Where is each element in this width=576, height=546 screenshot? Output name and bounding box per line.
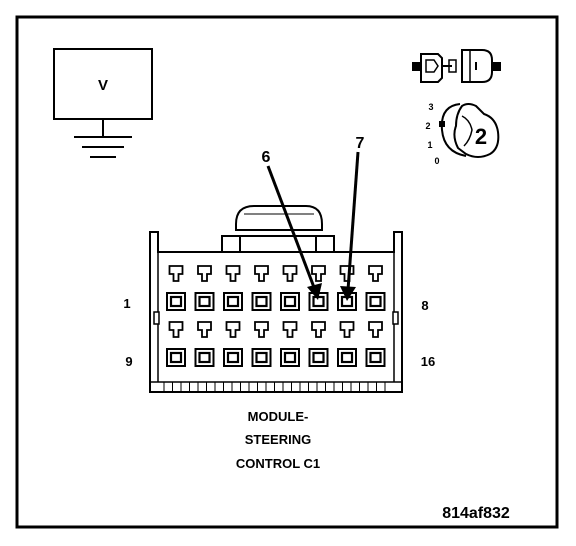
terminal-cavity-1 <box>166 265 186 311</box>
terminal-cavity-2 <box>194 265 215 311</box>
terminal-cavity-3 <box>223 265 243 311</box>
pin-label-1: 1 <box>123 296 130 311</box>
key-selected-position: 2 <box>475 124 487 149</box>
callout-label: 7 <box>356 135 365 152</box>
terminal-cavity-14 <box>308 321 329 367</box>
callout-label: 6 <box>262 149 271 166</box>
outer-border <box>15 15 559 529</box>
voltmeter-label: V <box>98 77 108 94</box>
terminal-cavity-12 <box>251 321 272 367</box>
key-position-label: 2 <box>425 121 430 131</box>
figure-id: 814af832 <box>442 505 510 522</box>
terminal-cavity-10 <box>194 321 215 367</box>
connector-caption-line: CONTROL C1 <box>236 456 320 471</box>
connector-disconnect-icon <box>412 49 501 83</box>
terminal-cavity-15 <box>337 321 357 367</box>
ground-icon <box>74 136 132 158</box>
terminal-cavity-5 <box>280 265 300 311</box>
terminal-cavity-8 <box>365 265 386 311</box>
terminal-cavity-11 <box>223 321 243 367</box>
terminal-cavity-9 <box>166 321 186 367</box>
connector-body <box>149 205 403 393</box>
terminal-cavity-4 <box>251 265 272 311</box>
callout-pin-6: 6 <box>262 149 322 300</box>
terminal-cavity-16 <box>365 321 386 367</box>
connector-caption-line: MODULE- <box>248 409 309 424</box>
key-position-label: 0 <box>434 156 439 166</box>
pin-label-16: 16 <box>421 354 435 369</box>
key-position-label: 3 <box>428 102 433 112</box>
pin-label-9: 9 <box>125 354 132 369</box>
connector-caption-line: STEERING <box>245 432 311 447</box>
callout-pin-7: 7 <box>340 135 365 301</box>
key-position-label: 1 <box>427 140 432 150</box>
pin-label-8: 8 <box>421 298 428 313</box>
voltmeter-symbol: V <box>53 48 153 158</box>
terminal-cavity-13 <box>280 321 300 367</box>
ignition-key-icon: 3 2 1 0 2 <box>425 102 500 166</box>
